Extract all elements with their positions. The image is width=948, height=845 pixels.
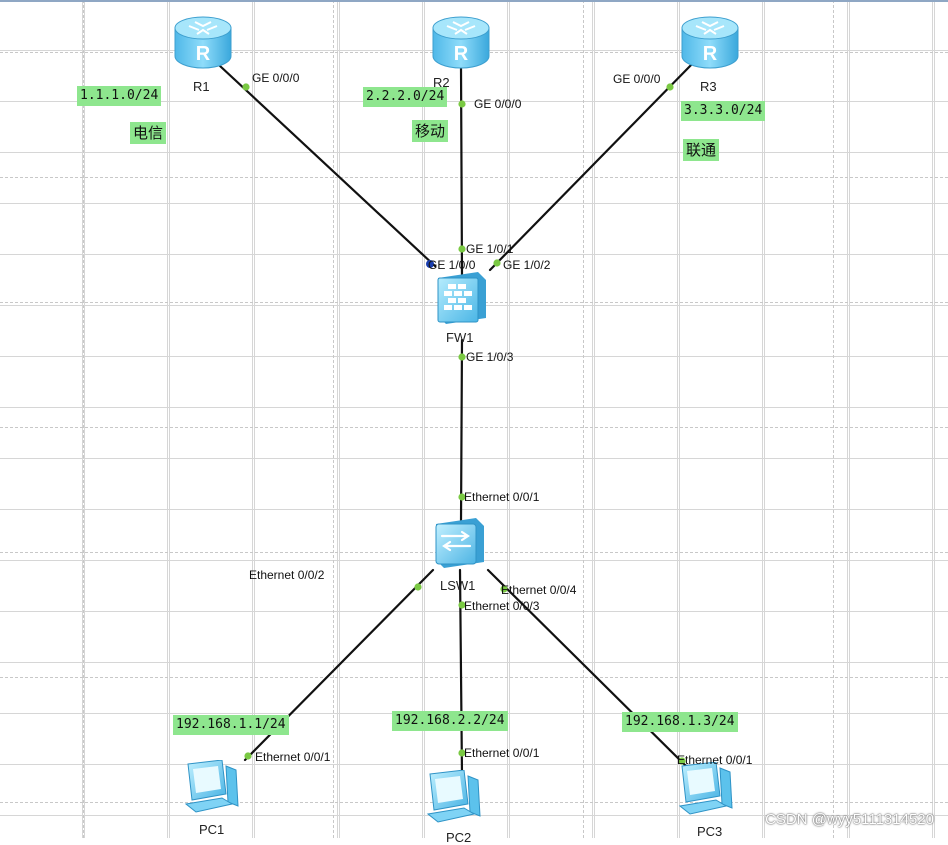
grid-line bbox=[83, 0, 84, 838]
port-label-lsw-eth002: Ethernet 0/0/2 bbox=[249, 568, 325, 582]
device-label-lsw1: LSW1 bbox=[440, 578, 476, 593]
pc-pc1[interactable] bbox=[182, 759, 242, 816]
port-dot bbox=[244, 752, 252, 760]
grid-line bbox=[333, 0, 334, 838]
window-top-border bbox=[0, 0, 948, 2]
device-label-r3: R3 bbox=[700, 79, 717, 94]
router-r2[interactable]: R bbox=[431, 14, 491, 70]
note-r2-network[interactable]: 2.2.2.0/24 bbox=[363, 87, 448, 107]
port-label-fw-ge103: GE 1/0/3 bbox=[466, 350, 514, 364]
port-label-pc1-eth: Ethernet 0/0/1 bbox=[255, 750, 331, 764]
port-dot bbox=[458, 601, 466, 609]
grid-line bbox=[0, 427, 948, 428]
port-dot bbox=[242, 83, 250, 91]
port-label-fw-ge102: GE 1/0/2 bbox=[503, 258, 551, 272]
grid-line bbox=[833, 0, 834, 838]
device-label-pc3: PC3 bbox=[697, 824, 723, 839]
port-dot bbox=[414, 583, 422, 591]
note-r3-isp[interactable]: 联通 bbox=[683, 139, 720, 161]
port-label-lsw-eth004: Ethernet 0/0/4 bbox=[501, 583, 577, 597]
port-label-lsw-eth003: Ethernet 0/0/3 bbox=[464, 599, 540, 613]
port-label-pc2-eth: Ethernet 0/0/1 bbox=[464, 746, 540, 760]
device-label-pc1: PC1 bbox=[199, 822, 225, 837]
port-label-r3-ge000: GE 0/0/0 bbox=[613, 72, 661, 86]
port-dot bbox=[458, 245, 466, 253]
port-label-pc3-eth: Ethernet 0/0/1 bbox=[677, 753, 753, 767]
note-pc1-ip[interactable]: 192.168.1.1/24 bbox=[173, 715, 289, 735]
note-r3-network[interactable]: 3.3.3.0/24 bbox=[681, 101, 766, 121]
port-dot bbox=[458, 100, 466, 108]
switch-icon bbox=[435, 518, 484, 568]
note-pc2-ip[interactable]: 192.168.2.2/24 bbox=[392, 711, 508, 731]
note-r1-isp[interactable]: 电信 bbox=[130, 122, 167, 144]
device-label-fw1: FW1 bbox=[446, 330, 474, 345]
port-dot bbox=[458, 493, 466, 501]
port-label-lsw-eth001: Ethernet 0/0/1 bbox=[464, 490, 540, 504]
switch-lsw1[interactable] bbox=[432, 516, 488, 570]
link-lsw1-pc2[interactable] bbox=[458, 568, 464, 777]
router-icon: R bbox=[432, 16, 490, 69]
link-lsw1-pc3[interactable] bbox=[486, 568, 692, 772]
note-r2-isp[interactable]: 移动 bbox=[412, 120, 449, 142]
device-label-r2: R2 bbox=[433, 75, 450, 90]
port-label-r1-ge000: GE 0/0/0 bbox=[252, 71, 300, 85]
router-icon: R bbox=[174, 16, 232, 69]
port-label-fw-ge100: GE 1/0/0 bbox=[428, 258, 476, 272]
port-dot bbox=[458, 749, 466, 757]
pc-icon bbox=[426, 769, 481, 823]
note-r1-network[interactable]: 1.1.1.0/24 bbox=[77, 86, 162, 106]
note-pc3-ip[interactable]: 192.168.1.3/24 bbox=[622, 712, 738, 732]
pc-icon bbox=[184, 759, 239, 813]
pc-pc2[interactable] bbox=[424, 769, 484, 826]
router-r1[interactable]: R bbox=[173, 14, 233, 70]
port-label-r2-ge000: GE 0/0/0 bbox=[474, 97, 522, 111]
port-dot bbox=[458, 353, 466, 361]
port-dot bbox=[493, 259, 501, 267]
watermark-text: CSDN @wyy5111314520 bbox=[765, 811, 934, 828]
router-icon: R bbox=[681, 16, 739, 69]
firewall-fw1[interactable] bbox=[434, 268, 490, 326]
router-r3[interactable]: R bbox=[680, 14, 740, 70]
link-r2-fw1[interactable] bbox=[459, 64, 464, 278]
port-dot bbox=[666, 83, 674, 91]
port-dot bbox=[500, 585, 508, 593]
svg-text:R: R bbox=[196, 43, 211, 65]
svg-text:R: R bbox=[454, 43, 469, 65]
pc-pc3[interactable] bbox=[676, 761, 736, 818]
pc-icon bbox=[678, 761, 733, 815]
grid-line bbox=[0, 177, 948, 178]
device-label-r1: R1 bbox=[193, 79, 210, 94]
svg-text:R: R bbox=[703, 43, 718, 65]
port-label-fw-ge101: GE 1/0/1 bbox=[466, 242, 514, 256]
port-dot bbox=[678, 757, 686, 765]
link-r1-fw1[interactable] bbox=[218, 64, 437, 268]
firewall-icon bbox=[437, 272, 486, 324]
link-fw1-lsw1[interactable] bbox=[459, 338, 464, 524]
grid-line bbox=[583, 0, 584, 838]
grid-line bbox=[0, 677, 948, 678]
port-dot-active bbox=[426, 260, 434, 268]
link-r3-fw1[interactable] bbox=[488, 60, 696, 272]
